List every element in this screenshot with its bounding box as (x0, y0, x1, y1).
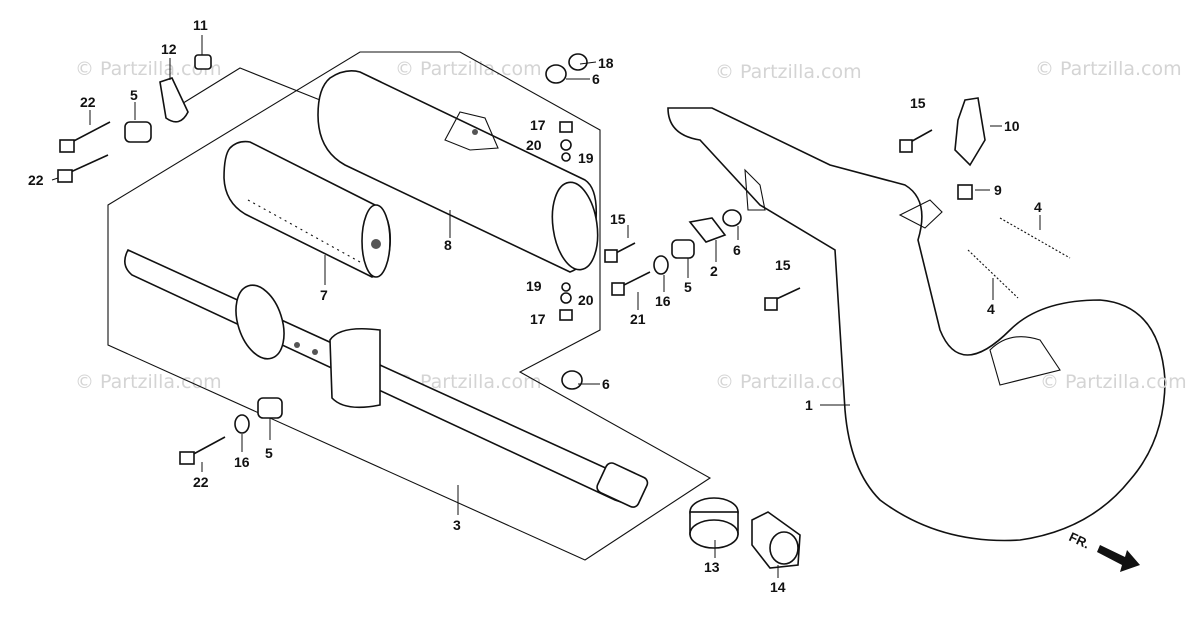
callout-label: 11 (193, 17, 208, 33)
callout-label: 15 (775, 257, 791, 273)
callout-label: 12 (161, 41, 177, 57)
watermark: © Partzilla.com (395, 371, 542, 393)
callout-label: 16 (655, 293, 671, 309)
callout-label: 1 (805, 397, 813, 413)
bracket-leader (179, 67, 321, 106)
callout-label: 7 (320, 287, 328, 303)
callout-label: 4 (987, 301, 995, 317)
callout-label: 8 (444, 237, 452, 253)
callout-label: 18 (598, 55, 614, 71)
callout-label: 20 (526, 137, 542, 153)
muffler-assembly-outline (107, 51, 712, 561)
callout-label: 14 (770, 579, 786, 595)
watermark: © Partzilla.com (715, 61, 862, 83)
watermark: © Partzilla.com (395, 58, 542, 80)
exhaust-spring (967, 217, 1071, 299)
arrow-right-icon (1097, 545, 1140, 572)
callout-label: 9 (994, 182, 1002, 198)
silencer-packing (223, 140, 392, 278)
silencer-core-pipe (124, 248, 649, 508)
callout-label: 5 (130, 87, 138, 103)
callout-label: 22 (28, 172, 44, 188)
callout-label: 22 (193, 474, 209, 490)
callout-label: 22 (80, 94, 96, 110)
watermark: © Partzilla.com (75, 371, 222, 393)
front-indicator-label: FR. (1067, 529, 1092, 551)
callout-label: 6 (602, 376, 610, 392)
callout-label: 2 (710, 263, 718, 279)
callout-label: 10 (1004, 118, 1020, 134)
callout-label: 19 (526, 278, 542, 294)
watermark: © Partzilla.com (75, 58, 222, 80)
callout-label: 17 (530, 117, 546, 133)
watermark: © Partzilla.com (715, 371, 862, 393)
callout-numbers: 11 12 22 5 22 8 7 3 1 13 14 18 6 17 20 1… (28, 17, 1042, 595)
callout-label: 3 (453, 517, 461, 533)
callout-label: 6 (733, 242, 741, 258)
callout-label: 5 (265, 445, 273, 461)
leader-lines (51, 35, 1041, 578)
watermark: © Partzilla.com (1035, 58, 1182, 80)
callout-label: 15 (610, 211, 626, 227)
callout-label: 5 (684, 279, 692, 295)
callout-label: 16 (234, 454, 250, 470)
callout-label: 15 (910, 95, 926, 111)
watermark-layer: © Partzilla.com © Partzilla.com © Partzi… (75, 58, 1182, 393)
expansion-chamber (667, 107, 1166, 542)
callout-label: 4 (1034, 199, 1042, 215)
silencer-outer-shell (317, 70, 599, 273)
hardware-parts (57, 53, 986, 465)
exhaust-gasket (689, 497, 739, 549)
callout-label: 17 (530, 311, 546, 327)
watermark: © Partzilla.com (1040, 371, 1187, 393)
callout-label: 13 (704, 559, 720, 575)
callout-label: 19 (578, 150, 594, 166)
callout-label: 6 (592, 71, 600, 87)
callout-label: 20 (578, 292, 594, 308)
exhaust-joint (751, 511, 801, 569)
callout-label: 21 (630, 311, 646, 327)
front-arrow: FR. (1067, 529, 1140, 572)
